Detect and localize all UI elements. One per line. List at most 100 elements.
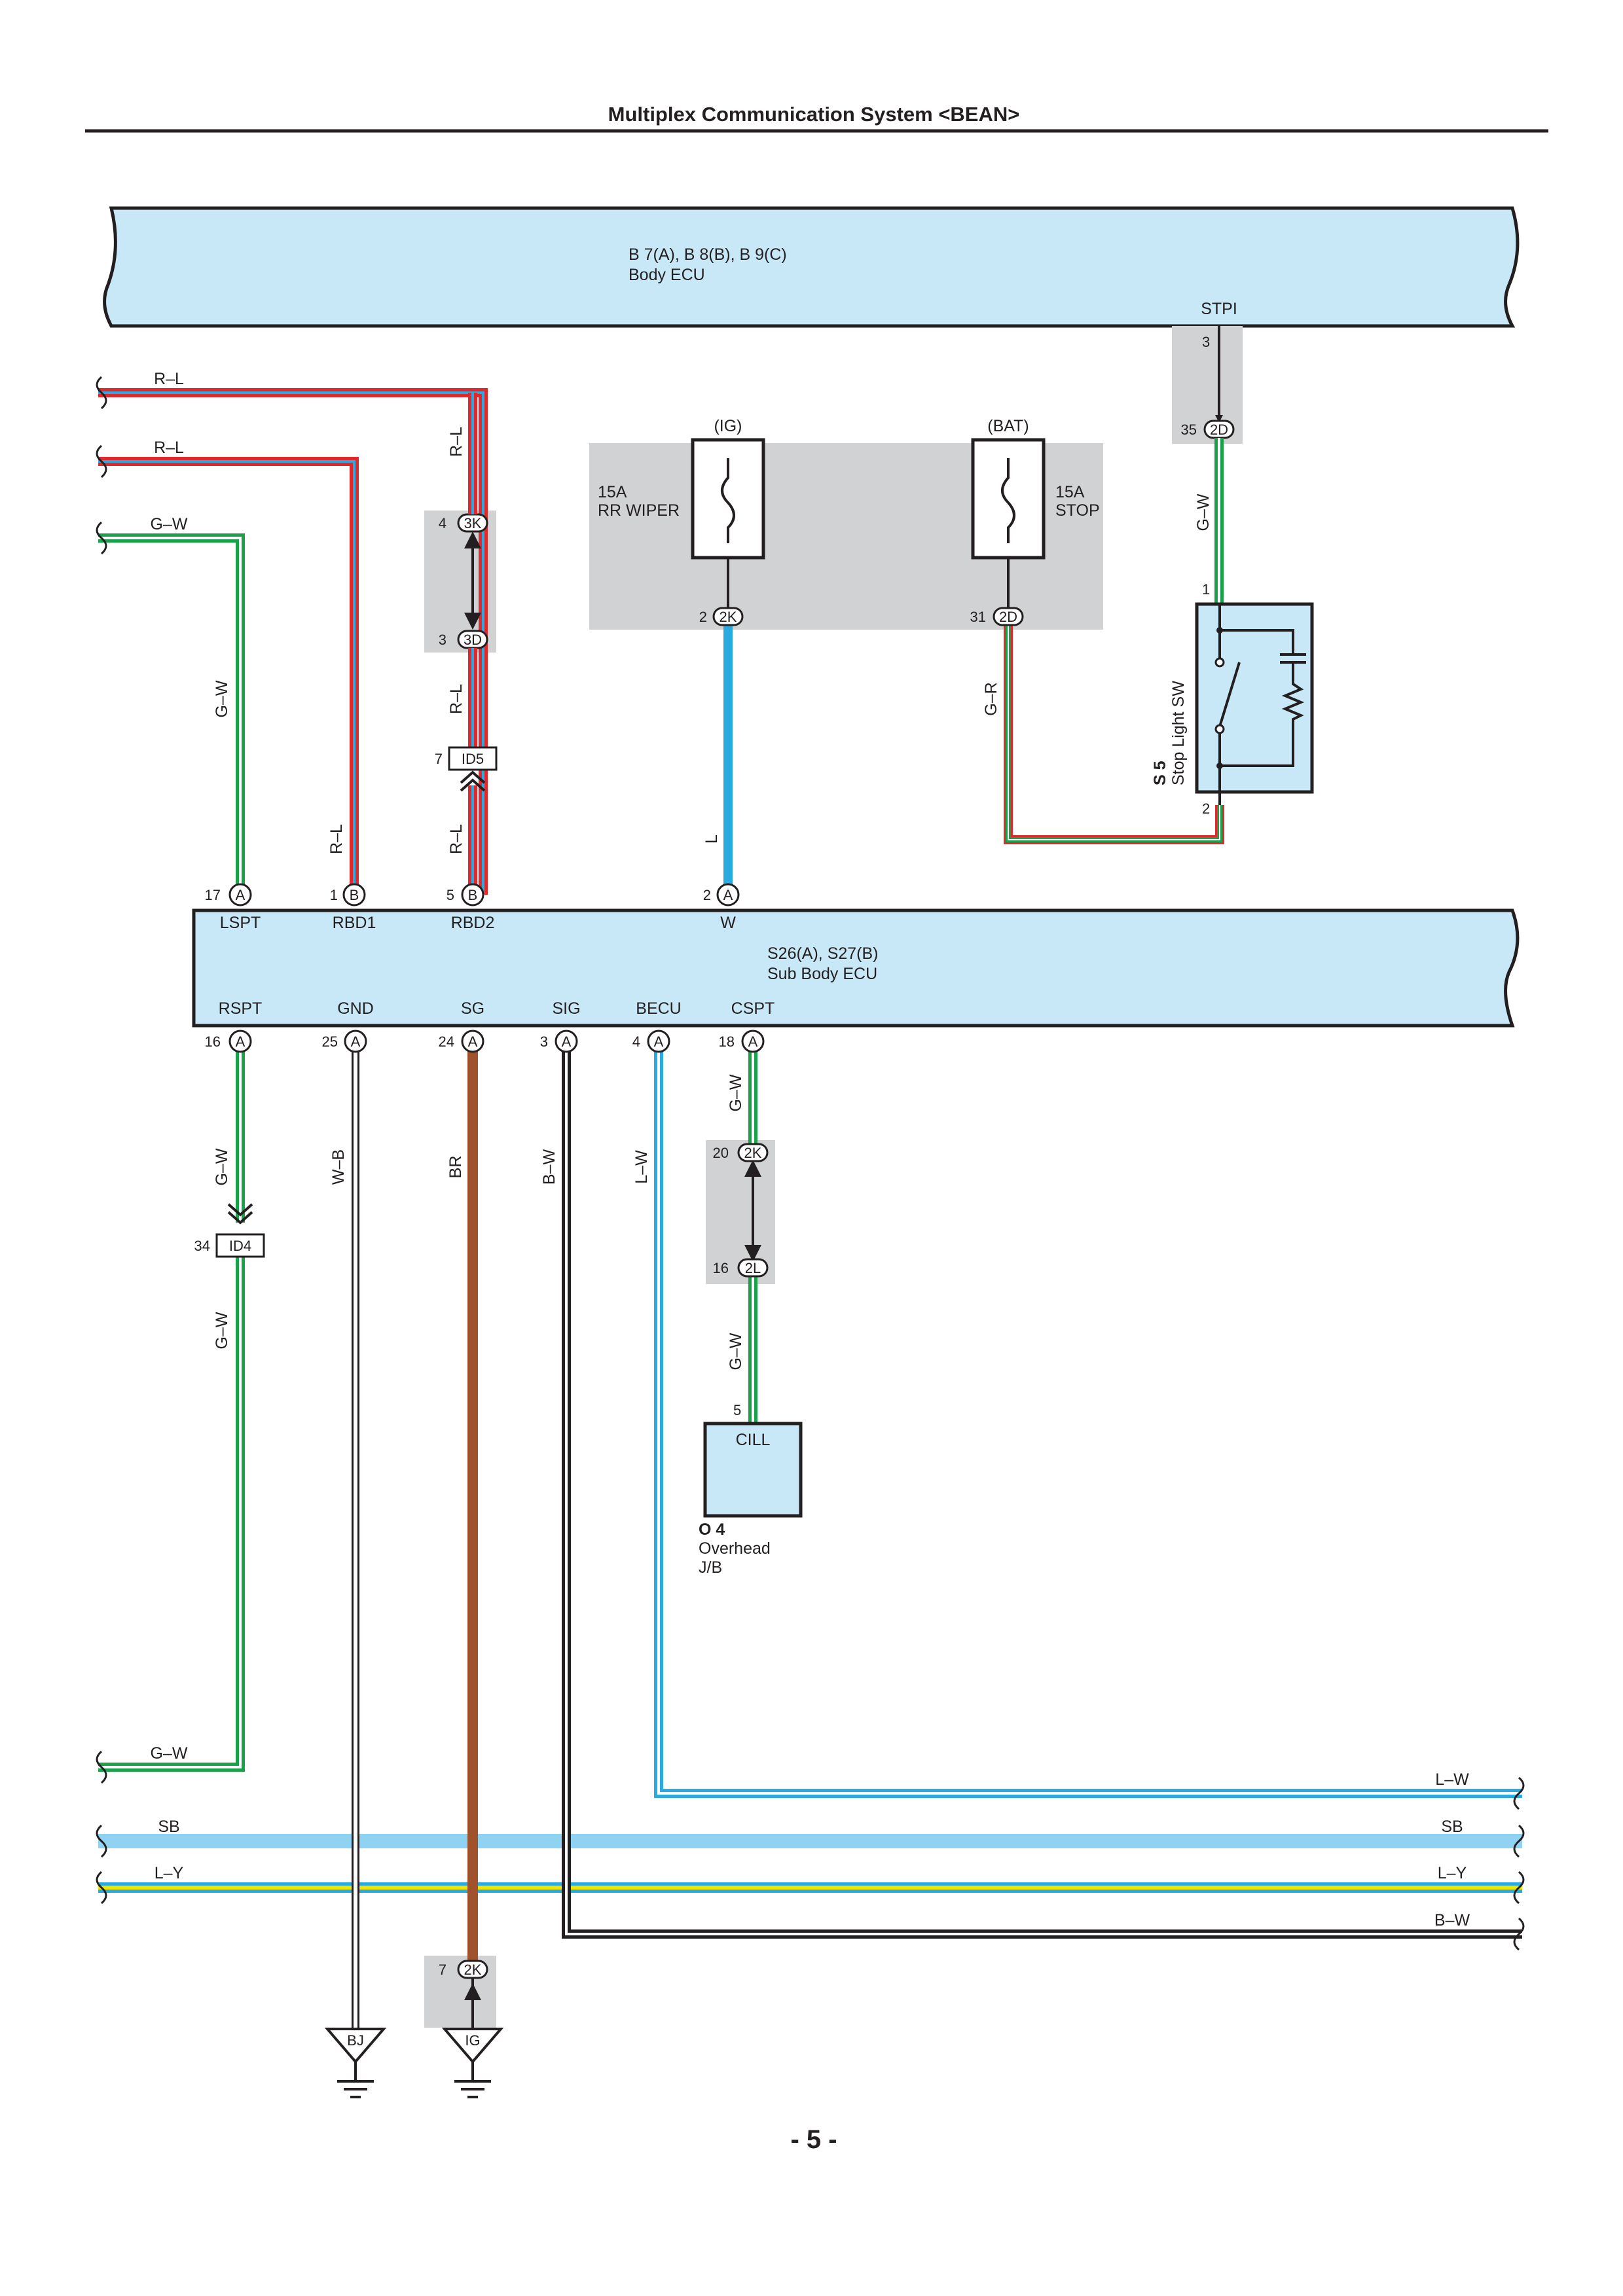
fuse-bat-element <box>1001 458 1015 543</box>
arrow-up <box>464 1983 481 2000</box>
stop-light-sw-id: S 5 <box>1151 761 1169 785</box>
pin-label-gnd: GND <box>337 999 374 1018</box>
stop-light-sw-box <box>1195 602 1314 794</box>
wire-label-rl: R–L <box>154 439 184 457</box>
wire-label-bw: B–W <box>540 1149 558 1185</box>
wire-label-rl: R–L <box>447 684 465 714</box>
svg-text:A: A <box>748 1033 758 1050</box>
id4-pin: 34 <box>194 1238 210 1254</box>
wire-label-gw: G–W <box>213 1312 231 1349</box>
svg-text:4: 4 <box>632 1033 640 1050</box>
svg-text:LSPT: LSPT <box>220 914 261 932</box>
pin-lspt: A 17 LSPT <box>205 883 261 932</box>
connector-2l-pin: 16 <box>713 1260 729 1276</box>
connector-2k-ground-label: 2K <box>464 1962 482 1978</box>
switch-contact <box>1216 762 1223 769</box>
ground-bj-label: BJ <box>347 2032 364 2049</box>
svg-text:B: B <box>350 887 359 903</box>
wire-label-br: BR <box>447 1156 465 1179</box>
overhead-jb-box <box>703 1422 803 1518</box>
pin-gnd: A 25 <box>322 1030 367 1053</box>
pin-sg: A 24 <box>439 1030 484 1053</box>
pin-rbd1: B 1 RBD1 <box>330 883 376 932</box>
wire-gr <box>1004 625 1224 844</box>
wire-break-mark <box>96 521 107 555</box>
wire-label-rl: R–L <box>447 824 465 854</box>
connector-3k-pin: 4 <box>439 515 447 531</box>
wire-break-mark <box>1513 1871 1525 1905</box>
svg-text:A: A <box>351 1033 361 1050</box>
body-ecu-connectors: B 7(A), B 8(B), B 9(C) <box>629 245 787 264</box>
svg-text:1: 1 <box>330 887 338 903</box>
wire-label-gr: G–R <box>982 682 1000 715</box>
connector-2k-ig-pin: 2 <box>699 609 707 625</box>
wire-break-mark <box>96 376 107 410</box>
wire-break-mark <box>96 1871 107 1905</box>
stpi-pin-label: STPI <box>1201 300 1237 318</box>
pin-sig: A 3 <box>540 1030 578 1053</box>
pin-label-cspt: CSPT <box>731 999 775 1018</box>
arrow-down <box>464 613 481 630</box>
svg-text:3: 3 <box>540 1033 548 1050</box>
overhead-jb-id: O 4 <box>699 1520 725 1539</box>
id4-label: ID4 <box>229 1238 251 1254</box>
pin-label-becu: BECU <box>636 999 681 1018</box>
connector-3d-label: 3D <box>464 632 482 648</box>
wire-gw-rspt <box>98 1041 245 1772</box>
ground-ig-label: IG <box>465 2032 480 2049</box>
pin-w: A 2 W <box>703 883 740 932</box>
wire-bw <box>562 1041 1522 1939</box>
wire-label-gw: G–W <box>727 1074 745 1111</box>
fuse-bat-rating: 15A <box>1055 483 1085 501</box>
svg-text:18: 18 <box>719 1033 735 1050</box>
fuse-ig-source: (IG) <box>714 417 742 435</box>
wire-label-gw: G–W <box>727 1333 745 1370</box>
stpi-pin-no: 3 <box>1202 334 1210 350</box>
pin-label-sg: SG <box>461 999 484 1018</box>
connector-2l-label: 2L <box>745 1260 761 1276</box>
fuse-bat-source: (BAT) <box>987 417 1029 435</box>
stop-light-sw-name: Stop Light SW <box>1169 681 1188 785</box>
connector-2k-ig <box>712 607 744 626</box>
pin-label-sig: SIG <box>552 999 580 1018</box>
switch-contact <box>1214 657 1225 668</box>
wire-gw-lspt <box>98 533 245 895</box>
switch-contact <box>1216 627 1223 634</box>
wire-label-lw: L–W <box>632 1150 651 1184</box>
svg-text:A: A <box>562 1033 572 1050</box>
ground-bj-icon <box>324 2028 387 2098</box>
connector-3k-label: 3K <box>464 515 482 531</box>
pin-label-rspt: RSPT <box>219 999 263 1018</box>
pin-becu: A 4 <box>632 1030 670 1053</box>
connector-2l <box>737 1258 769 1278</box>
sub-body-ecu-name: Sub Body ECU <box>767 965 877 983</box>
connector-2d-bat-label: 2D <box>999 609 1017 625</box>
overhead-jb-name-2: J/B <box>699 1558 722 1577</box>
svg-text:A: A <box>723 887 733 903</box>
svg-text:25: 25 <box>322 1033 338 1050</box>
fuse-ig-name: RR WIPER <box>598 501 680 520</box>
connector-3d-pin: 3 <box>439 632 447 648</box>
sub-body-ecu-box <box>192 908 1520 1028</box>
connector-2k-cspt-label: 2K <box>744 1145 762 1161</box>
connector-2d-bat-pin: 31 <box>970 609 986 625</box>
id5-label: ID5 <box>462 751 484 767</box>
connector-2d-stpi-pin: 35 <box>1181 422 1197 438</box>
page-title: Multiplex Communication System <BEAN> <box>608 103 1020 126</box>
wire-label-ly: L–Y <box>1438 1864 1467 1882</box>
arrow-down <box>744 1245 761 1262</box>
connector-2d-stpi-label: 2D <box>1210 422 1228 438</box>
wire-break-mark <box>96 444 107 478</box>
wire-label-gw: G–W <box>213 1148 231 1185</box>
wire-label-wb: W–B <box>329 1149 348 1185</box>
id5-box <box>448 746 498 771</box>
stop-light-sw-pin-out: 2 <box>1202 800 1210 817</box>
wire-break-mark <box>1513 1917 1525 1951</box>
wire-label-lw: L–W <box>1435 1770 1469 1789</box>
wire-label-ly: L–Y <box>155 1864 184 1882</box>
connector-2k-ground <box>457 1960 488 1979</box>
svg-text:5: 5 <box>447 887 454 903</box>
wire-label-l: L <box>702 834 721 844</box>
id4-box <box>215 1233 265 1258</box>
wire-label-gw: G–W <box>151 1744 188 1763</box>
